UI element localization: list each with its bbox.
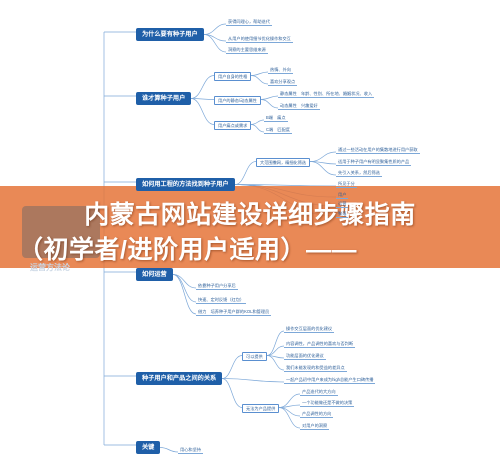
branch-to-leaf-link [203,23,227,35]
leaf-node: 静态属性 年龄、性别、所在地、婚姻状况、收入 [278,91,375,98]
leaf-node: 对用户的洞察 [300,423,330,430]
leaf-node: 运营 [336,201,349,208]
leaf-node: 聚落 [336,211,349,218]
branch-to-leaf-link [250,71,269,76]
group-node: 大范围撒网，精细化筛选 [256,158,311,167]
leaf-node: 先引入关系，然后筛选 [336,170,382,177]
hub-to-group-link [221,355,243,379]
branch-to-leaf-link [278,404,301,408]
leaf-node: 从用户的使用细节优化操作和交互 [226,36,293,43]
leaf-node: 我们未能发现的和受益的差异点 [284,365,347,372]
leaf-node: C端 匹配度 [264,127,292,134]
hub-to-group-link [221,378,243,408]
banner-title-line-1: 内蒙古网站建设详细步骤指南 [84,201,416,229]
branch-to-leaf-link [309,161,337,176]
leaf-node: 一个功能做还是不做的决策 [300,400,355,407]
hub-to-group-link [234,161,257,185]
group-node: 可以提供 [242,352,267,361]
group-node: 用户痛点或需求 [214,121,252,130]
leaf-node: 通过一些活动在用户的集散地进行用户获取 [336,147,420,154]
branch-to-leaf-link [250,124,265,133]
leaf-node: 快速、定时反馈（红包） [196,297,247,304]
branch-to-leaf-link [159,447,179,453]
branch-to-leaf-link [260,99,279,109]
leaf-node: 获得同理心，帮助迭代 [226,19,272,26]
group-node: 用户的静态/动态属性 [214,96,261,105]
leaf-node: 产品迭代的大方向 [300,389,338,396]
leaf-node: B端 痛点 [264,115,288,122]
leaf-node: 用户 [336,192,349,199]
leaf-node: 热情、外向 [268,67,293,74]
branch-to-leaf-link [278,407,301,417]
leaf-node: 借力 培养种子用户群的KOL和管理员 [196,309,272,316]
leaf-node: 功能层面的优化建议 [284,353,326,360]
branch-to-leaf-link [266,330,285,356]
branch-to-leaf-link [309,151,337,162]
branch-to-leaf-link [172,274,197,315]
branch-to-leaf-link [203,34,227,53]
branch-to-leaf-link [221,378,285,383]
leaf-node: 洞察的主要思维来源 [226,47,268,54]
leaf-node: 产品调性的方向 [300,411,334,418]
hub-to-group-link [190,98,215,125]
leaf-node: 用心和坚持 [178,447,203,454]
hub-to-group-link [190,75,215,99]
branch-to-leaf-link [260,95,279,100]
hub-node: 谁才算种子用户 [136,92,192,105]
badge-text: 运营方法论 [30,263,70,272]
leaf-node: 依靠种子用户分享后 [196,283,238,290]
branch-to-leaf-link [278,407,301,429]
branch-to-leaf-link [278,393,301,408]
leaf-node: 所见于分 [336,181,357,188]
leaf-node: 一起产品初中用户来成为high总能产生口碑传播 [284,377,376,384]
banner-title-line-2: （初学者/进阶用户适用）—— [18,236,357,264]
leaf-node: 适用于种子用户有明显聚集性质的产品 [336,159,412,166]
group-node: 用户自身的性格 [214,72,252,81]
hub-node: 种子用户和产品之间的关系 [136,372,223,385]
title-banner [0,186,500,268]
leaf-node: 内容调性，产品调性的喜欢与否判断 [284,341,356,348]
hub-node: 为什么要有种子用户 [136,28,204,41]
leaf-node: 操作交互层面的优化建议 [284,326,335,333]
branch-to-leaf-link [266,345,285,356]
leaf-node: 喜欢分享观点 [268,79,298,86]
hub-node: 如何用工程的方法找到种子用户 [136,178,235,191]
branch-to-leaf-link [172,274,197,289]
hub-to-group-link [190,98,215,100]
hub-node: 关键 [136,441,161,454]
branch-to-leaf-link [172,274,197,303]
branch-to-leaf-link [250,75,269,85]
leaf-node: 动态属性 兴趣爱好 [278,103,320,110]
branch-to-leaf-link [266,355,285,371]
faded-badge [22,206,100,258]
hub-node: 如何运营 [136,268,173,281]
group-node: 无法为产品提供 [242,404,280,413]
branch-to-leaf-link [250,119,265,125]
